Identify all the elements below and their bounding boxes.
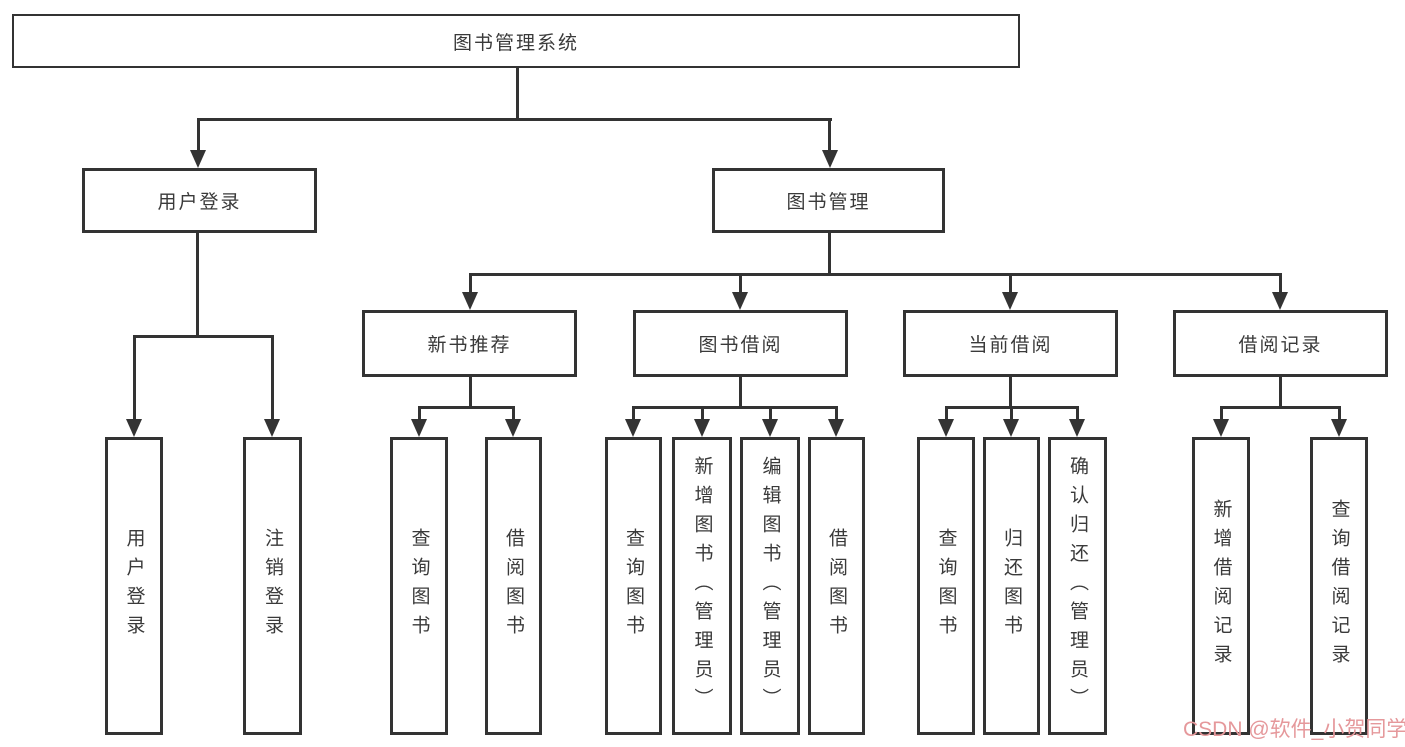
node-label: 当前借阅 xyxy=(968,335,1053,356)
edge-line xyxy=(197,118,832,121)
edge-arrowhead xyxy=(762,419,778,437)
node-label: 查询图书 xyxy=(408,528,430,644)
edge-line xyxy=(739,273,742,295)
node-label: 确认归还（管理员） xyxy=(1067,455,1088,717)
node-label: 查询图书 xyxy=(623,528,644,644)
node-leaf-query-books-borrow: 查询图书 xyxy=(605,437,662,735)
edge-arrowhead xyxy=(505,419,521,437)
edge-line xyxy=(769,406,772,421)
edge-arrowhead xyxy=(822,150,838,168)
node-label: 新增借阅记录 xyxy=(1210,499,1232,673)
edge-line xyxy=(271,335,274,421)
edge-arrowhead xyxy=(462,292,478,310)
edge-line xyxy=(1279,377,1282,408)
node-label: 编辑图书（管理员） xyxy=(759,455,781,717)
edge-arrowhead xyxy=(1272,292,1288,310)
edge-line xyxy=(1076,406,1079,421)
node-leaf-user-login: 用户登录 xyxy=(105,437,163,735)
node-leaf-edit-books-admin: 编辑图书（管理员） xyxy=(740,437,800,735)
edge-arrowhead xyxy=(1213,419,1229,437)
node-current-borrow: 当前借阅 xyxy=(903,310,1118,377)
edge-arrowhead xyxy=(1002,292,1018,310)
edge-arrowhead xyxy=(1331,419,1347,437)
edge-arrowhead xyxy=(411,419,427,437)
edge-line xyxy=(469,377,472,408)
edge-line xyxy=(739,377,742,408)
node-leaf-add-borrow-record: 新增借阅记录 xyxy=(1192,437,1250,735)
edge-line xyxy=(828,118,831,154)
edge-line xyxy=(828,233,831,275)
node-label: 借阅图书 xyxy=(826,528,847,644)
edge-line xyxy=(1338,406,1341,421)
edge-line xyxy=(1220,406,1341,409)
node-label: 查询借阅记录 xyxy=(1328,499,1350,673)
node-leaf-confirm-return-admin: 确认归还（管理员） xyxy=(1048,437,1107,735)
watermark: CSDN @软件_小贺同学 xyxy=(1183,718,1405,741)
node-leaf-query-books-current: 查询图书 xyxy=(917,437,975,735)
edge-line xyxy=(197,118,200,154)
edge-arrowhead xyxy=(126,419,142,437)
edge-line xyxy=(516,68,519,120)
node-leaf-add-books-admin: 新增图书（管理员） xyxy=(672,437,732,735)
node-new-book-recommend: 新书推荐 xyxy=(362,310,577,377)
node-label: 新增图书（管理员） xyxy=(691,455,713,717)
node-leaf-return-books: 归还图书 xyxy=(983,437,1040,735)
edge-arrowhead xyxy=(190,150,206,168)
node-label: 图书管理系统 xyxy=(452,32,579,54)
node-leaf-query-borrow-record: 查询借阅记录 xyxy=(1310,437,1368,735)
node-label: 查询图书 xyxy=(935,528,957,644)
node-label: 新书推荐 xyxy=(427,335,512,356)
edge-line xyxy=(835,406,838,421)
node-root: 图书管理系统 xyxy=(12,14,1020,68)
node-label: 图书借阅 xyxy=(698,335,783,356)
edge-arrowhead xyxy=(1069,419,1085,437)
node-label: 用户登录 xyxy=(157,192,242,213)
node-borrow-records: 借阅记录 xyxy=(1173,310,1388,377)
node-label: 借阅记录 xyxy=(1238,335,1323,356)
node-label: 用户登录 xyxy=(123,528,145,644)
edge-line xyxy=(418,406,515,409)
node-leaf-logout-login: 注销登录 xyxy=(243,437,302,735)
edge-line xyxy=(632,406,635,421)
node-leaf-query-books-new: 查询图书 xyxy=(390,437,448,735)
edge-line xyxy=(512,406,515,421)
node-label: 图书管理 xyxy=(786,192,871,213)
node-label: 注销登录 xyxy=(262,528,283,644)
edge-arrowhead xyxy=(828,419,844,437)
edge-arrowhead xyxy=(694,419,710,437)
node-label: 归还图书 xyxy=(1001,528,1022,644)
edge-line xyxy=(1009,273,1012,295)
edge-arrowhead xyxy=(1003,419,1019,437)
edge-line xyxy=(469,273,472,295)
edge-line xyxy=(701,406,704,421)
node-label: 借阅图书 xyxy=(503,528,524,644)
edge-arrowhead xyxy=(264,419,280,437)
edge-line xyxy=(632,406,838,409)
edge-line xyxy=(1220,406,1223,421)
edge-line xyxy=(1010,406,1013,421)
edge-line xyxy=(196,233,199,337)
node-user-login: 用户登录 xyxy=(82,168,317,233)
edge-line xyxy=(133,335,136,421)
edge-line xyxy=(418,406,421,421)
node-leaf-borrow-books-borrow: 借阅图书 xyxy=(808,437,865,735)
edge-line xyxy=(133,335,274,338)
edge-line xyxy=(469,273,1282,276)
edge-line xyxy=(945,406,948,421)
edge-arrowhead xyxy=(938,419,954,437)
node-book-borrow: 图书借阅 xyxy=(633,310,848,377)
node-leaf-borrow-books-new: 借阅图书 xyxy=(485,437,542,735)
edge-arrowhead xyxy=(732,292,748,310)
edge-line xyxy=(1009,377,1012,408)
edge-arrowhead xyxy=(625,419,641,437)
edge-line xyxy=(1279,273,1282,295)
node-book-management: 图书管理 xyxy=(712,168,945,233)
